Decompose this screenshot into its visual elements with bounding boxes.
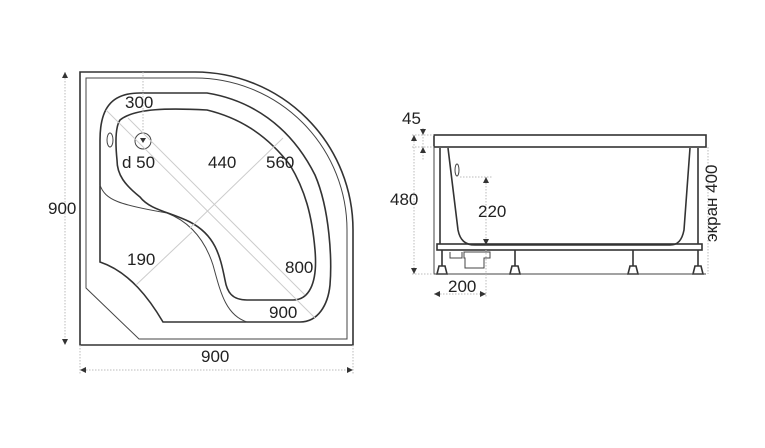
outer-contour — [79, 71, 354, 346]
screen-label: экран 400 — [702, 165, 721, 243]
drain-offset-label: 200 — [448, 277, 476, 296]
rim-thickness-label: 45 — [402, 109, 421, 128]
seat-width-label: 300 — [125, 93, 153, 112]
tub-rim — [433, 134, 707, 148]
tub-body — [447, 147, 691, 246]
rim-contour — [99, 92, 332, 323]
overflow-icon — [454, 163, 460, 177]
overflow-icon — [106, 132, 114, 148]
rim-width-label: 560 — [266, 153, 294, 172]
narrow-width-label: 190 — [127, 250, 155, 269]
legs — [435, 250, 705, 275]
side-view: 45 480 220 200 экран 400 — [390, 109, 721, 298]
diag-outer-label: 900 — [269, 303, 297, 322]
basin-width-label: 440 — [208, 153, 236, 172]
basin-contour — [115, 108, 317, 301]
total-height-label: 480 — [390, 190, 418, 209]
top-view: 300 d 50 440 560 190 800 900 900 900 — [48, 71, 354, 375]
width-label: 900 — [201, 347, 229, 366]
drain-trap — [449, 251, 491, 269]
drain-label: d 50 — [122, 153, 155, 172]
diag-inner-label: 800 — [285, 258, 313, 277]
inner-contour — [85, 77, 348, 340]
depth-label: 220 — [478, 202, 506, 221]
frame-bar — [436, 243, 703, 251]
height-label: 900 — [48, 199, 76, 218]
rim-inner-edge — [99, 184, 248, 323]
